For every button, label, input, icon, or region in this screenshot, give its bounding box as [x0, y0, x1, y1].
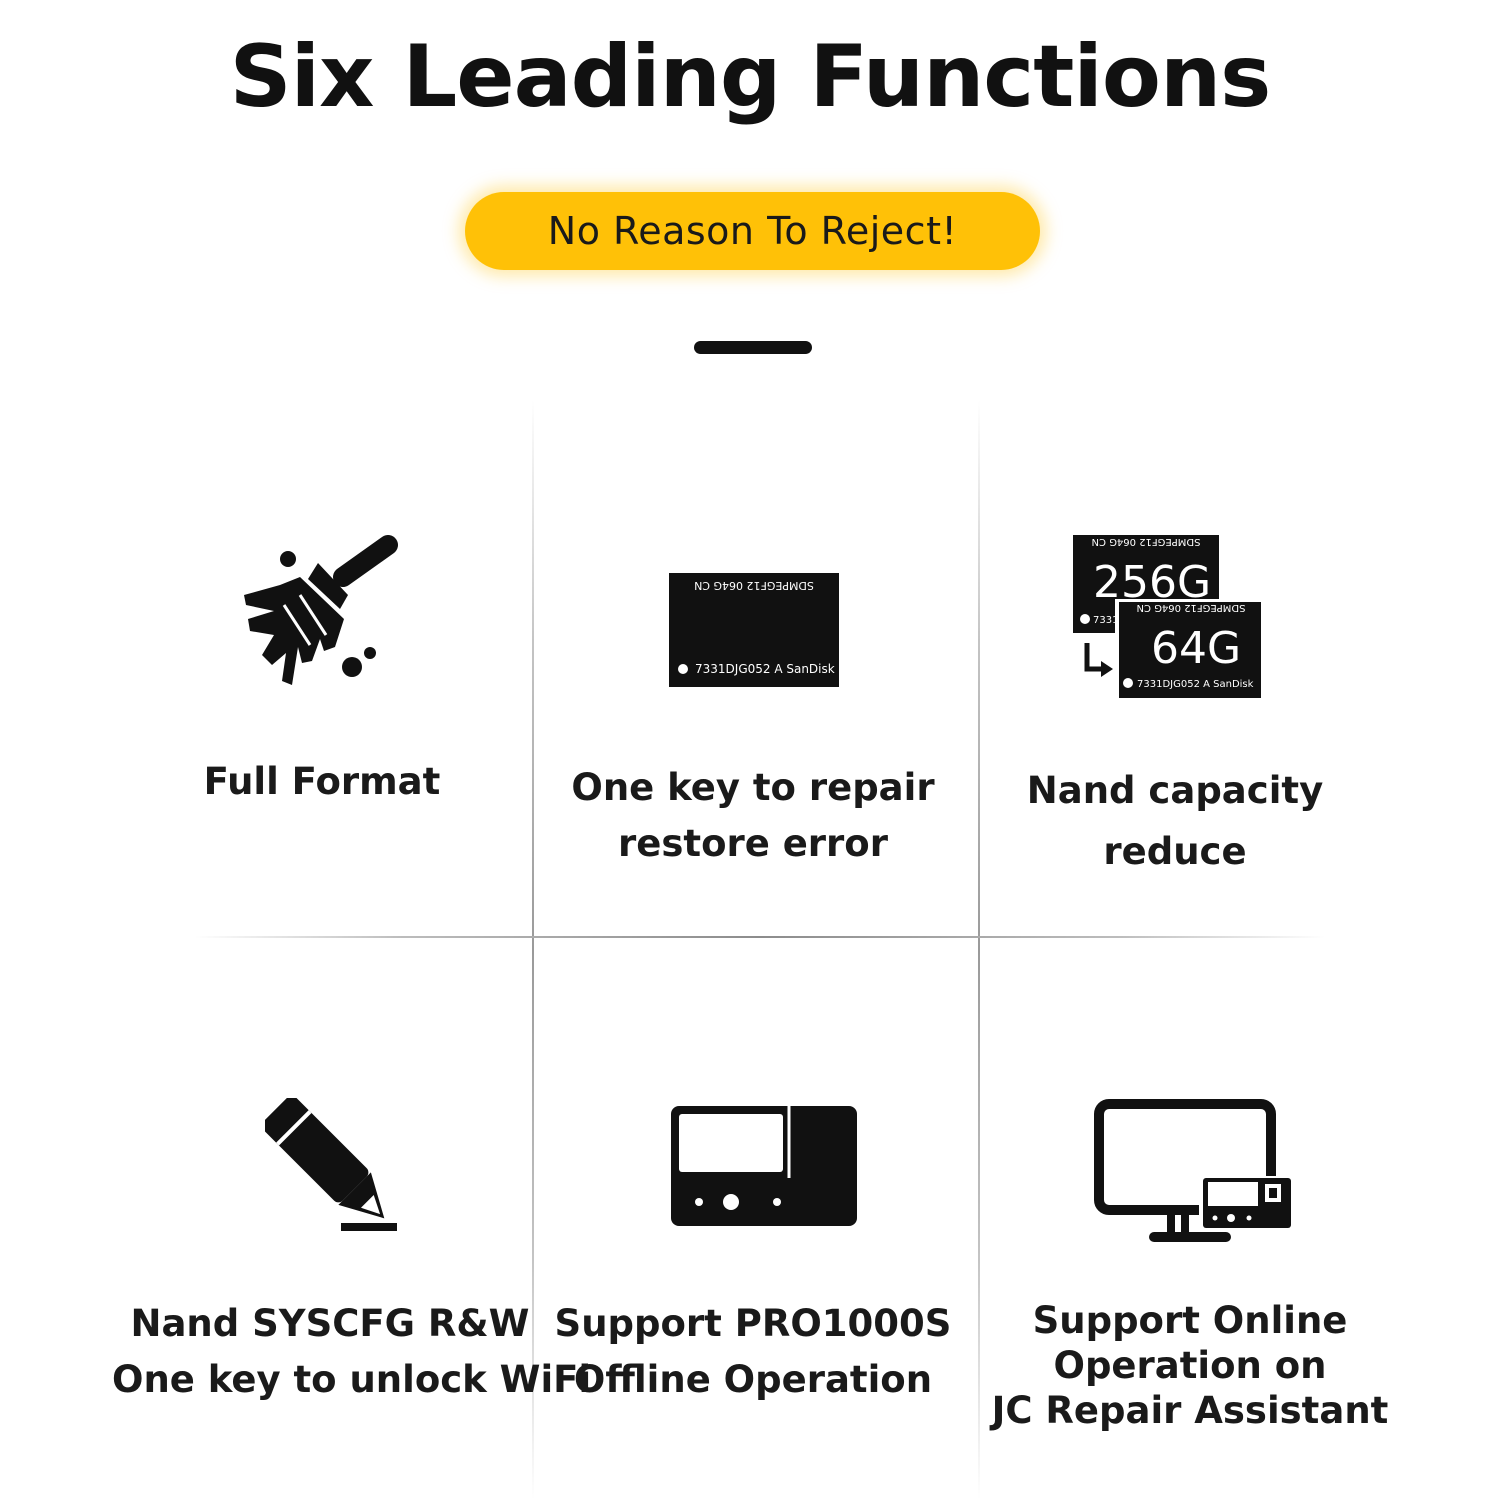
- feature-label-line: One key to unlock WiFi: [112, 1358, 592, 1401]
- tagline-text: No Reason To Reject!: [547, 209, 958, 253]
- chip-bottom-marking: 7331DJG052 A SanDisk: [1137, 679, 1254, 690]
- grid-divider-horizontal: [195, 936, 1325, 938]
- feature-label-line: JC Repair Assistant: [991, 1389, 1389, 1432]
- grid-divider-vertical-right: [978, 400, 980, 1500]
- feature-label-line: Full Format: [203, 760, 441, 803]
- feature-label-line: restore error: [618, 822, 888, 865]
- tagline-badge: No Reason To Reject!: [465, 192, 1040, 270]
- chip-bottom-marking: 7331DJG052 A SanDisk: [695, 662, 835, 676]
- chip-top-marking: SDMPEGF12 064G CN: [1137, 602, 1246, 613]
- feature-label-line: Nand SYSCFG R&W: [130, 1302, 530, 1345]
- page-title: Six Leading Functions: [229, 27, 1272, 127]
- feature-label-line: Offline Operation: [573, 1358, 933, 1401]
- monitor-device-icon: [1094, 1099, 1291, 1242]
- feature-label-line: One key to repair: [571, 766, 935, 809]
- chip-top-marking: SDMPEGF12 064G CN: [1092, 536, 1201, 547]
- feature-label-line: reduce: [1103, 830, 1247, 873]
- feature-label-line: Support Online: [1032, 1299, 1348, 1342]
- feature-label-line: Nand capacity: [1026, 769, 1324, 812]
- capacity-reduce-icon: SDMPEGF12 064G CN 256G 7331 SDMPEGF12 06…: [1073, 535, 1263, 700]
- grid-divider-vertical-left: [532, 400, 534, 1500]
- programmer-device-icon: [671, 1106, 857, 1226]
- feature-label-line: Support PRO1000S: [554, 1302, 952, 1345]
- nand-chip-icon: SDMPEGF12 064G CN 7331DJG052 A SanDisk: [669, 573, 839, 687]
- svg-text:7331: 7331: [1093, 615, 1118, 626]
- pencil-icon: [265, 1098, 397, 1231]
- capacity-small-label: 64G: [1151, 623, 1241, 674]
- feature-label-line: Operation on: [1053, 1344, 1327, 1387]
- chip-top-marking: SDMPEGF12 064G CN: [694, 579, 814, 592]
- title-divider: [694, 341, 812, 354]
- broom-icon: [244, 535, 398, 685]
